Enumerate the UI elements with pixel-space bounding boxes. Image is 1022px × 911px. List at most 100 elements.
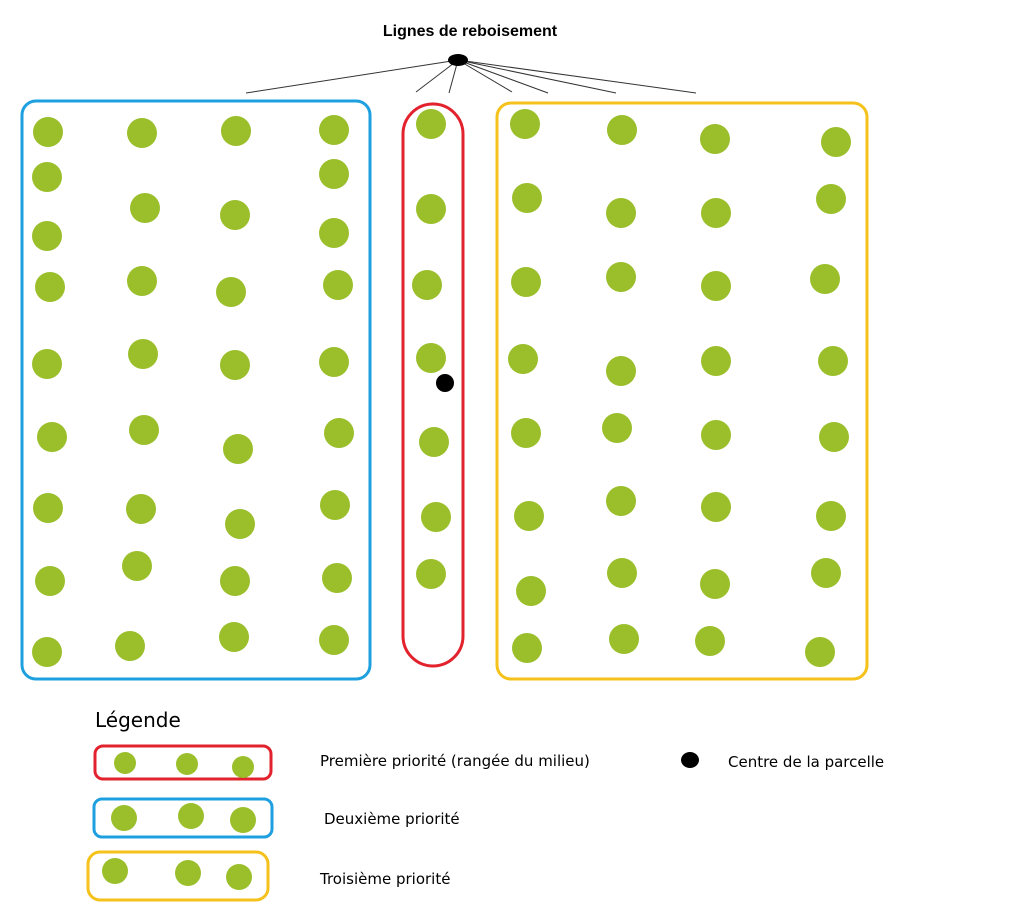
tree-second-priority — [324, 418, 354, 448]
tree-third-priority — [810, 264, 840, 294]
tree-third-priority — [602, 413, 632, 443]
tree-third-priority — [701, 271, 731, 301]
tree-second-priority — [225, 509, 255, 539]
title-pointer-line — [245, 59, 459, 94]
legend-tree-second-priority — [230, 807, 256, 833]
title-pointer-line — [457, 59, 513, 93]
legend-swatch-third-priority — [86, 850, 270, 902]
tree-second-priority — [33, 493, 63, 523]
tree-third-priority — [516, 576, 546, 606]
tree-second-priority — [130, 193, 160, 223]
title-anchor-dot — [448, 54, 468, 66]
tree-third-priority — [606, 262, 636, 292]
trees-group — [32, 109, 851, 667]
tree-second-priority — [323, 270, 353, 300]
tree-second-priority — [319, 115, 349, 145]
tree-first-priority — [416, 109, 446, 139]
tree-second-priority — [32, 637, 62, 667]
tree-third-priority — [700, 124, 730, 154]
tree-first-priority — [416, 559, 446, 589]
second-priority-block-left — [20, 99, 372, 681]
legend-tree-third-priority — [102, 858, 128, 884]
tree-second-priority — [122, 551, 152, 581]
tree-third-priority — [511, 418, 541, 448]
legend-trees-group — [102, 752, 256, 890]
legend-tree-first-priority — [114, 752, 136, 774]
legend-title: Légende — [95, 708, 181, 732]
title-pointer-lines — [245, 59, 697, 94]
tree-second-priority — [223, 434, 253, 464]
tree-first-priority — [412, 270, 442, 300]
legend-tree-second-priority — [111, 805, 137, 831]
tree-second-priority — [216, 277, 246, 307]
tree-third-priority — [700, 569, 730, 599]
tree-third-priority — [818, 346, 848, 376]
tree-third-priority — [816, 501, 846, 531]
tree-third-priority — [701, 198, 731, 228]
tree-second-priority — [35, 272, 65, 302]
tree-third-priority — [607, 115, 637, 145]
plot-center-marker — [436, 374, 454, 392]
tree-first-priority — [421, 502, 451, 532]
legend-tree-third-priority — [226, 864, 252, 890]
tree-second-priority — [32, 162, 62, 192]
tree-second-priority — [320, 490, 350, 520]
title-pointer-line — [415, 59, 459, 93]
tree-second-priority — [221, 116, 251, 146]
tree-third-priority — [514, 501, 544, 531]
tree-second-priority — [33, 117, 63, 147]
legend-center-marker — [681, 752, 699, 768]
tree-third-priority — [816, 184, 846, 214]
tree-second-priority — [220, 566, 250, 596]
legend-tree-second-priority — [178, 803, 204, 829]
tree-first-priority — [416, 343, 446, 373]
legend-swatch-second-priority — [92, 797, 274, 839]
legend-label-third-priority: Troisième priorité — [319, 870, 450, 888]
tree-third-priority — [819, 422, 849, 452]
tree-third-priority — [510, 109, 540, 139]
legend-label-first-priority: Première priorité (rangée du milieu) — [320, 752, 590, 770]
title-pointer-line — [457, 59, 549, 94]
tree-second-priority — [322, 563, 352, 593]
tree-second-priority — [129, 415, 159, 445]
title-pointer-line — [457, 59, 697, 94]
tree-third-priority — [701, 420, 731, 450]
legend-tree-first-priority — [232, 756, 254, 778]
tree-third-priority — [821, 127, 851, 157]
legend-tree-third-priority — [175, 860, 201, 886]
tree-second-priority — [35, 566, 65, 596]
legend-tree-first-priority — [176, 753, 198, 775]
tree-second-priority — [220, 200, 250, 230]
tree-second-priority — [219, 622, 249, 652]
tree-second-priority — [127, 118, 157, 148]
tree-third-priority — [701, 492, 731, 522]
first-priority-middle-row — [401, 102, 465, 668]
tree-third-priority — [701, 346, 731, 376]
legend-swatch-first-priority — [93, 744, 273, 781]
tree-third-priority — [606, 198, 636, 228]
tree-third-priority — [609, 624, 639, 654]
tree-first-priority — [419, 427, 449, 457]
tree-second-priority — [319, 159, 349, 189]
tree-third-priority — [508, 344, 538, 374]
tree-third-priority — [607, 558, 637, 588]
tree-second-priority — [319, 625, 349, 655]
legend-label-second-priority: Deuxième priorité — [324, 810, 460, 828]
tree-second-priority — [115, 631, 145, 661]
diagram-title: Lignes de reboisement — [383, 23, 558, 40]
tree-third-priority — [512, 633, 542, 663]
tree-second-priority — [32, 221, 62, 251]
tree-third-priority — [811, 558, 841, 588]
tree-second-priority — [127, 266, 157, 296]
tree-third-priority — [606, 356, 636, 386]
legend-label-center: Centre de la parcelle — [728, 753, 884, 771]
tree-second-priority — [126, 494, 156, 524]
third-priority-block-right — [495, 101, 869, 681]
tree-second-priority — [220, 350, 250, 380]
tree-second-priority — [319, 218, 349, 248]
tree-second-priority — [319, 347, 349, 377]
title-pointer-line — [457, 59, 617, 94]
tree-third-priority — [606, 486, 636, 516]
tree-second-priority — [37, 422, 67, 452]
